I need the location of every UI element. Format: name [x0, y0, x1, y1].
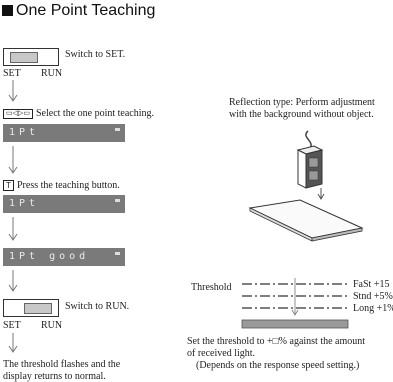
lcd-indicator: [115, 199, 120, 202]
set-label: SET: [3, 320, 21, 331]
flash-text-1: The threshold flashes and the: [3, 359, 121, 370]
lcd-display-1: 1Pt: [3, 124, 125, 142]
flash-text-2: display returns to normal.: [3, 371, 106, 382]
lcd-text: 1Pt: [9, 127, 40, 138]
teach-button-icon[interactable]: T: [3, 180, 14, 191]
title-bullet-icon: [2, 5, 13, 16]
lcd-text: 1Pt good: [9, 251, 90, 262]
note-line-2: of received light.: [187, 348, 256, 359]
lcd-display-3: 1Pt good: [3, 248, 125, 266]
title-text: One Point Teaching: [16, 2, 156, 19]
switch-knob: [10, 52, 38, 63]
level-fast: FaSt +15: [353, 279, 390, 290]
down-arrow-icon: [8, 217, 18, 241]
mode-switch-run[interactable]: [3, 299, 59, 317]
switch-knob: [24, 303, 52, 314]
level-stnd: Stnd +5%: [353, 291, 393, 302]
down-arrow-icon: [8, 333, 18, 353]
set-label: SET: [3, 68, 21, 79]
lcd-indicator: [115, 128, 120, 131]
reflection-line-1: Reflection type: Perform adjustment: [229, 97, 375, 108]
down-arrow-icon: [8, 146, 18, 174]
down-arrow-icon: [8, 80, 18, 102]
background-plate: [248, 199, 364, 242]
received-light-bar: [241, 319, 349, 329]
lcd-indicator: [115, 252, 120, 255]
mode-switch-set[interactable]: [3, 48, 59, 66]
run-label: RUN: [41, 68, 63, 79]
run-label: RUN: [41, 320, 63, 331]
threshold-diagram: [241, 278, 349, 329]
sensor-illustration: [248, 130, 364, 242]
lcd-display-2: 1Pt: [3, 195, 125, 213]
note-line-1: Set the threshold to +□% against the amo…: [187, 336, 366, 347]
switch-to-run-text: Switch to RUN.: [65, 301, 130, 312]
press-text: Press the teaching button.: [17, 180, 120, 191]
lcd-text: 1Pt: [9, 198, 40, 209]
note-line-3: (Depends on the response speed setting.): [196, 360, 360, 371]
select-text: Select the one point teaching.: [36, 108, 155, 119]
sensor-body-icon: [296, 145, 324, 189]
threshold-label: Threshold: [191, 282, 232, 293]
reflection-line-2: with the background without object.: [229, 109, 374, 120]
select-step: ▭◁▷▭Select the one point teaching.: [3, 108, 154, 119]
switch-to-set-text: Switch to SET.: [65, 49, 126, 60]
level-long: Long +1%: [353, 303, 393, 314]
down-arrow-icon: [8, 270, 18, 292]
page-title: One Point Teaching: [2, 2, 155, 20]
display-select-icon: ▭◁▷▭: [3, 109, 33, 119]
